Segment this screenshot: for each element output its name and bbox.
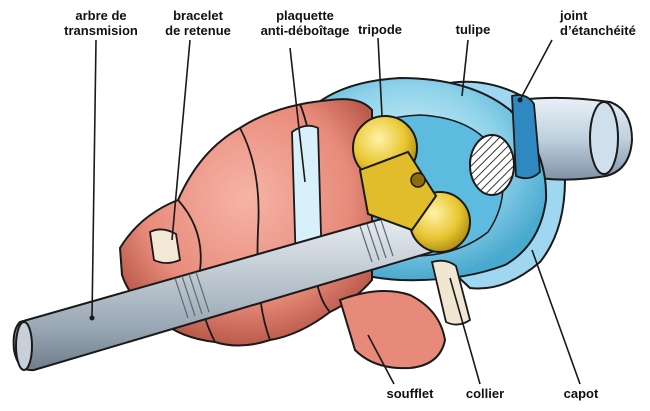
collier-band <box>430 259 472 326</box>
label-arbre-line1: arbre de <box>75 8 127 23</box>
label-bracelet-line2: de retenue <box>165 23 231 38</box>
label-plaquette: plaquette anti-déboîtage <box>250 8 360 38</box>
joint-etancheite <box>511 94 541 180</box>
label-bracelet: bracelet de retenue <box>153 8 243 38</box>
label-plaquette-line2: anti-déboîtage <box>260 23 350 38</box>
label-arbre: arbre de transmision <box>56 8 146 38</box>
label-tulipe: tulipe <box>455 22 491 37</box>
label-collier: collier <box>465 386 505 401</box>
label-capot: capot <box>563 386 599 401</box>
label-joint-line2: d’étanchéité <box>560 23 636 38</box>
label-joint-line1: joint <box>560 8 588 23</box>
bracelet-retenue <box>149 228 181 264</box>
label-plaquette-line1: plaquette <box>276 8 334 23</box>
label-bracelet-line1: bracelet <box>173 8 223 23</box>
leader-lines <box>91 37 581 385</box>
label-tripode: tripode <box>357 22 403 37</box>
label-soufflet: soufflet <box>386 386 434 401</box>
label-arbre-line2: transmision <box>64 23 138 38</box>
tripode-assembly <box>352 115 471 253</box>
label-joint: joint d’étanchéité <box>560 8 648 38</box>
tulipe-section <box>469 134 515 196</box>
